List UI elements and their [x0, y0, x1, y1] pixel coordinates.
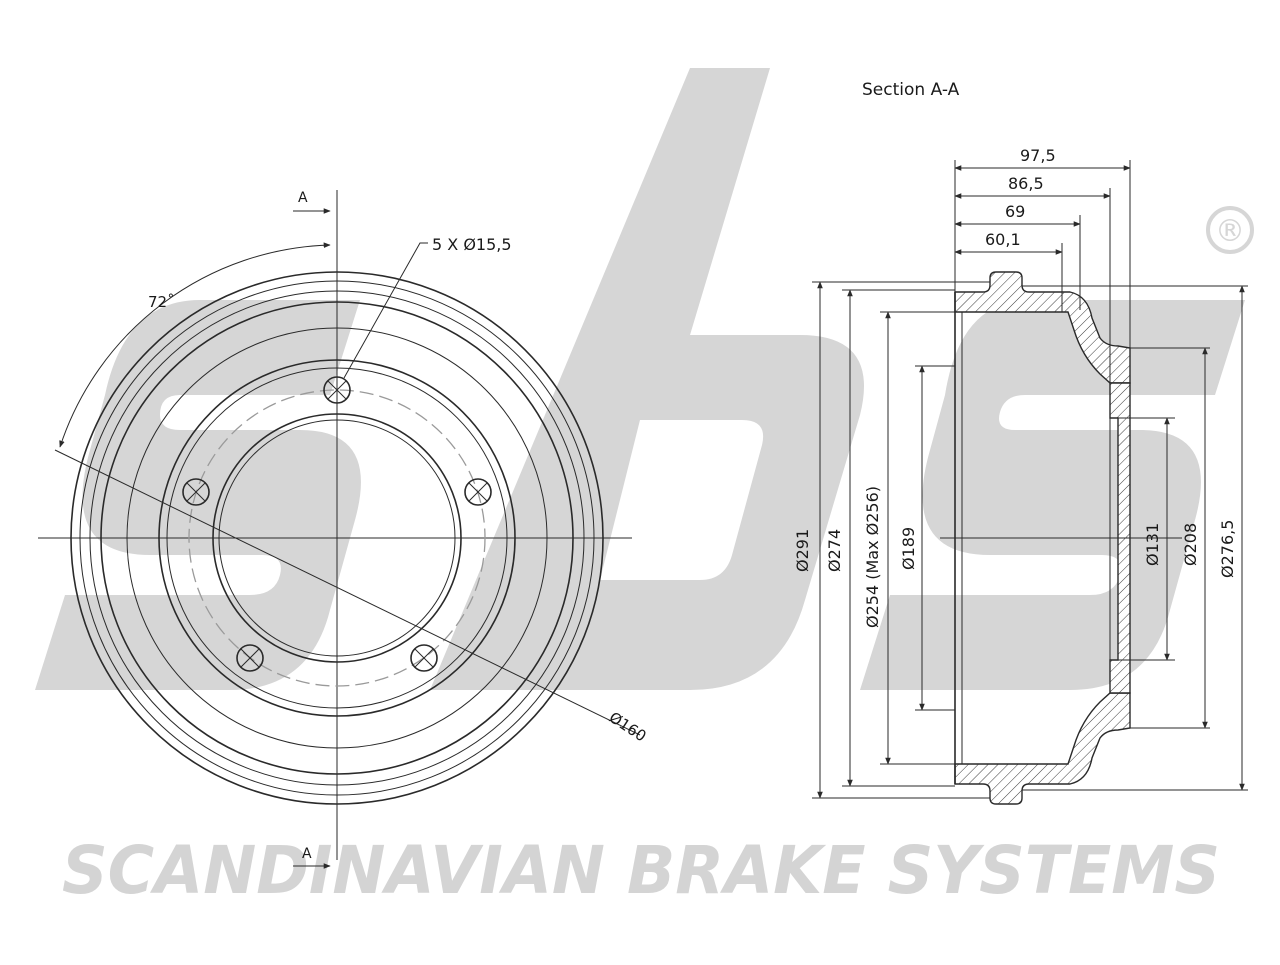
hub-face [158, 359, 516, 717]
dia-189: Ø189 [899, 527, 918, 570]
pcd-dimension-line [54, 449, 641, 736]
pcd-label: Ø160 [606, 708, 650, 745]
bolt-hole-left [182, 478, 210, 506]
diameter-dimensions-left: Ø291 Ø274 Ø254 (Max Ø256) Ø189 [793, 281, 990, 799]
diameter-dimensions-right: Ø131 Ø208 Ø276,5 [1022, 285, 1248, 791]
center-bore [212, 413, 462, 663]
drum-wall-top [954, 271, 1131, 384]
depth-86-5: 86,5 [1008, 174, 1044, 193]
dia-254: Ø254 (Max Ø256) [863, 486, 882, 628]
bolt-note: 5 X Ø15,5 [432, 235, 512, 254]
sbs-logo-watermark [35, 68, 1245, 690]
bolt-hole-lower-left [236, 644, 264, 672]
drum-wall-bottom [954, 692, 1131, 805]
angle-label: 72˚ [148, 293, 175, 311]
bolt-hole-lower-right [410, 644, 438, 672]
dia-274: Ø274 [825, 529, 844, 572]
svg-text:®: ® [1215, 214, 1245, 249]
section-marker-top: A [298, 190, 308, 206]
depth-dimensions: 97,5 86,5 69 60,1 [954, 146, 1131, 383]
depth-97-5: 97,5 [1020, 146, 1056, 165]
dia-276-5: Ø276,5 [1218, 520, 1237, 578]
depth-69: 69 [1005, 202, 1025, 221]
dia-291: Ø291 [793, 529, 812, 572]
dia-131: Ø131 [1143, 523, 1162, 566]
angle-arc [59, 242, 331, 448]
bolt-hole-right [464, 478, 492, 506]
outer-rim [70, 271, 604, 805]
section-title: Section A-A [862, 80, 960, 100]
bolt-circle [188, 389, 486, 687]
bolt-leader [343, 242, 428, 379]
depth-60-1: 60,1 [985, 230, 1021, 249]
section-marker-bottom: A [302, 846, 312, 862]
section-view: Section A-A 97,5 86,5 6 [793, 80, 1248, 805]
brand-tagline: SCANDINAVIAN BRAKE SYSTEMS [62, 832, 1220, 909]
registered-mark: ® [1206, 206, 1254, 254]
dia-208: Ø208 [1181, 523, 1200, 566]
